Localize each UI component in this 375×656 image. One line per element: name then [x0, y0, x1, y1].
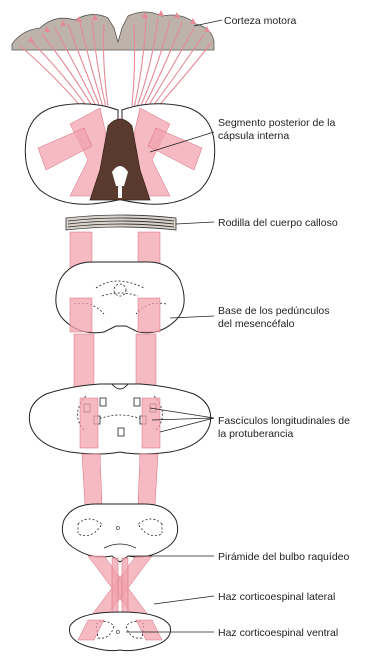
label-internal-capsule-line1: Segmento posterior de la	[218, 117, 335, 129]
spinal-cord-section: o	[70, 612, 171, 651]
label-peduncles-line1: Base de los pedúnculos	[218, 305, 330, 317]
labels: Corteza motora Segmento posterior de la …	[218, 15, 350, 639]
label-peduncles-line2: del mesencéfalo	[218, 318, 295, 330]
corpus-callosum	[66, 215, 176, 230]
label-ventral-tract: Haz corticoespinal ventral	[218, 627, 338, 639]
motor-cortex	[12, 12, 214, 50]
label-pons-line1: Fascículos longitudinales de	[218, 415, 350, 427]
svg-text:o: o	[116, 525, 120, 532]
label-lateral-tract: Haz corticoespinal lateral	[218, 591, 335, 603]
label-medulla-pyramid: Pirámide del bulbo raquídeo	[218, 551, 349, 563]
pyramidal-decussation	[88, 556, 152, 620]
svg-text:o: o	[116, 629, 120, 636]
label-motor-cortex: Corteza motora	[224, 15, 297, 27]
medulla-section: o	[62, 504, 177, 562]
label-pons-line2: la protuberancia	[218, 428, 293, 440]
label-corpus-callosum: Rodilla del cuerpo calloso	[218, 217, 338, 229]
hemispheres-section	[25, 104, 214, 204]
label-internal-capsule-line2: cápsula interna	[218, 130, 289, 142]
midbrain-section	[56, 262, 184, 333]
